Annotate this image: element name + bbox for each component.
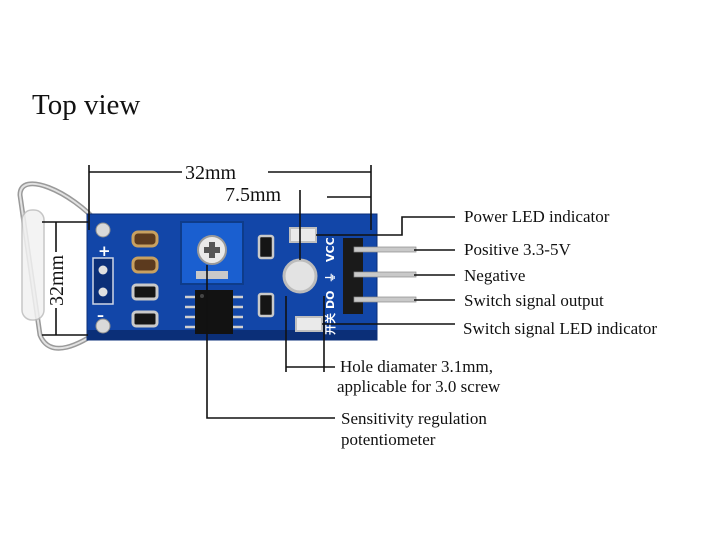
callout-pot-line1: Sensitivity regulation	[341, 409, 487, 428]
silk-do: DO	[324, 291, 337, 309]
comparator-ic	[185, 290, 243, 334]
potentiometer	[180, 221, 244, 285]
callout-switch-output: Switch signal output	[464, 291, 604, 310]
callout-power-led: Power LED indicator	[464, 207, 610, 226]
header-pins	[343, 238, 417, 314]
smd-components	[131, 230, 275, 328]
callout-leaders	[206, 216, 455, 419]
silk-plus: +	[98, 242, 111, 260]
dimension-lines	[42, 165, 372, 336]
reed-switch	[17, 181, 106, 351]
pcb-board: + –	[86, 213, 378, 341]
power-led	[289, 227, 317, 243]
dim-hole-offset-label: 7.5mm	[225, 184, 282, 206]
callout-hole-line2: applicable for 3.0 screw	[337, 377, 501, 396]
callout-hole-line1: Hole diamater 3.1mm,	[340, 357, 493, 376]
diagram-title: Top view	[32, 89, 140, 121]
mounting-hole	[282, 258, 318, 294]
callout-switch-led: Switch signal LED indicator	[463, 319, 657, 338]
silk-vcc: VCC	[324, 237, 337, 262]
reed-pad-bottom	[95, 318, 111, 334]
dim-height-label: 32mm	[46, 254, 68, 306]
switch-led	[295, 316, 323, 332]
silk-gnd: ⏚	[324, 272, 337, 283]
callout-pot-line2: potentiometer	[341, 430, 436, 449]
callout-positive: Positive 3.3-5V	[464, 240, 571, 259]
power-header	[92, 257, 114, 305]
dim-width-label: 32mm	[185, 162, 237, 184]
callout-negative: Negative	[464, 266, 525, 285]
reed-pad-top	[95, 222, 111, 238]
silk-minus: –	[97, 308, 104, 324]
